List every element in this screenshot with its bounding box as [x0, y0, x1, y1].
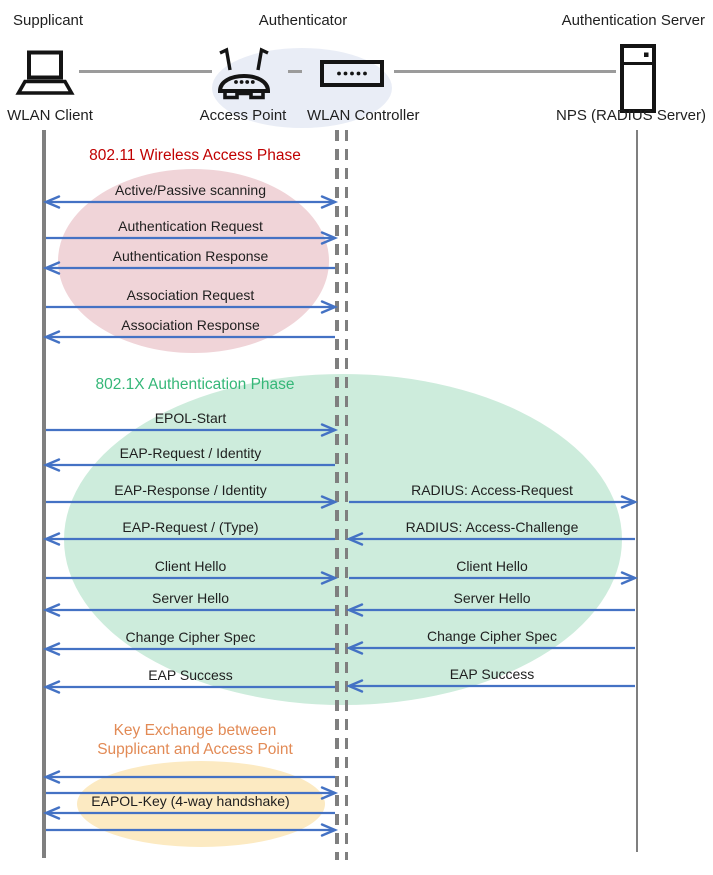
- phase1-ellipse: [58, 169, 329, 353]
- access-point-icon: [213, 44, 275, 102]
- phase3-title-line1: Key Exchange between: [113, 722, 277, 739]
- arrowhead-icon: [42, 261, 61, 275]
- phase1-title: 802.11 Wireless Access Phase: [89, 147, 301, 164]
- lifeline-wlan-client: [42, 130, 46, 858]
- device-label-wlan-client: WLAN Client: [7, 107, 93, 124]
- arrowhead-icon: [42, 458, 61, 472]
- arrowhead-icon: [320, 823, 339, 837]
- device-label-access-point: Access Point: [199, 107, 287, 124]
- arrowhead-icon: [42, 532, 61, 546]
- arrowhead-icon: [320, 195, 339, 209]
- laptop-icon: [14, 50, 76, 98]
- arrowhead-icon: [42, 770, 61, 784]
- arrowhead-icon: [42, 642, 61, 656]
- phase2-title: 802.1X Authentication Phase: [95, 376, 295, 393]
- device-label-nps: NPS (RADIUS Server): [555, 107, 707, 124]
- role-label-authenticator: Authenticator: [258, 12, 348, 29]
- arrowhead-icon: [42, 330, 61, 344]
- arrowhead-icon: [320, 786, 339, 800]
- arrowhead-icon: [42, 806, 61, 820]
- server-icon: [619, 44, 657, 114]
- arrowhead-icon: [620, 495, 639, 509]
- arrowhead-icon: [42, 680, 61, 694]
- role-label-auth-server: Authentication Server: [561, 12, 705, 29]
- connector-ap-controller: [288, 70, 302, 73]
- arrowhead-icon: [320, 300, 339, 314]
- device-label-wlan-controller: WLAN Controller: [307, 107, 420, 124]
- lifeline-nps: [635, 130, 638, 852]
- lifeline-wlan-controller-left: [335, 130, 339, 860]
- phase3-title-line2: Supplicant and Access Point: [97, 741, 293, 758]
- phase3-title: Key Exchange between Supplicant and Acce…: [55, 721, 335, 759]
- role-label-supplicant: Supplicant: [13, 12, 84, 29]
- connector-client-ap: [79, 70, 212, 73]
- arrowhead-icon: [620, 571, 639, 585]
- wlan-controller-icon: [320, 60, 384, 87]
- connector-controller-server: [394, 70, 616, 73]
- arrowhead-icon: [42, 195, 61, 209]
- phase2-ellipse: [64, 374, 622, 705]
- arrowhead-icon: [42, 603, 61, 617]
- phase3-ellipse: [77, 761, 325, 847]
- lifeline-wlan-controller-right: [344, 130, 348, 860]
